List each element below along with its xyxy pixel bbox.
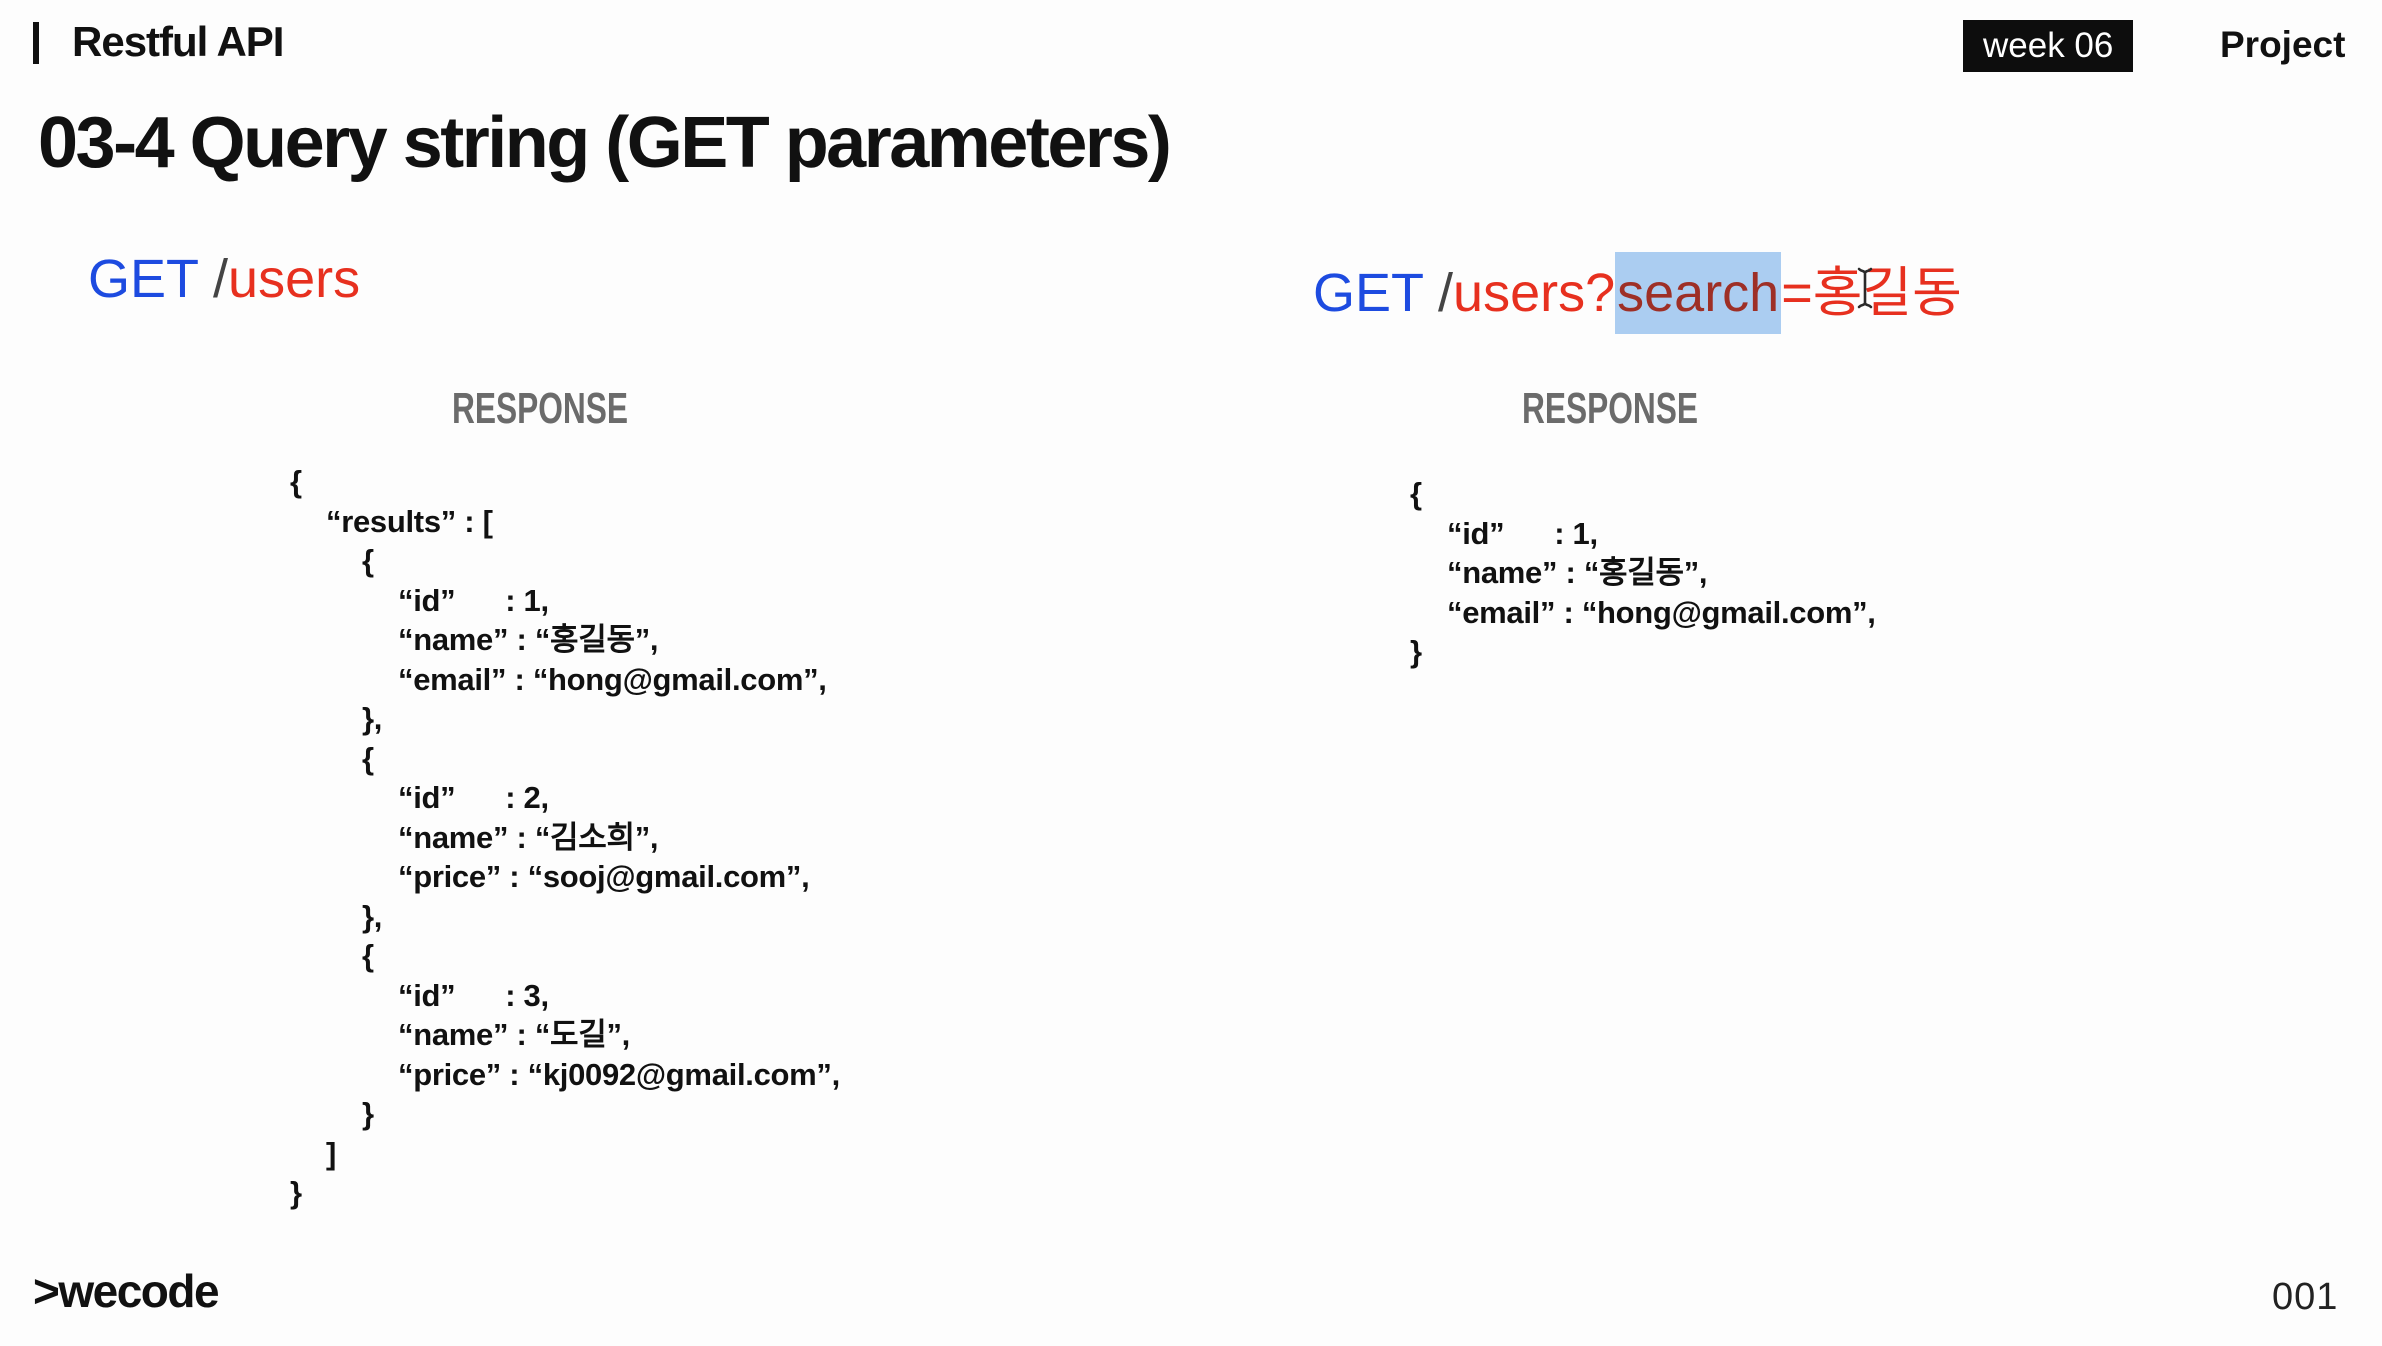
code-line: { <box>1410 476 1422 511</box>
code-line: “id” : 2, <box>398 780 549 815</box>
code-line: } <box>1410 634 1422 669</box>
header-accent-bar <box>33 22 39 64</box>
code-line: “email” : “hong@gmail.com”, <box>398 661 827 697</box>
code-line: “name” : “김소희”, <box>398 819 659 855</box>
code-line: “price” : “sooj@gmail.com”, <box>398 859 810 894</box>
code-line: “name” : “홍길동”, <box>398 622 659 657</box>
response-label-left: RESPONSE <box>452 384 629 433</box>
code-line: { <box>362 938 374 973</box>
code-line: } <box>362 1096 374 1131</box>
path-separator: / <box>213 249 229 309</box>
i-beam-text-cursor-icon <box>1856 266 1874 315</box>
code-line: “id” : 1, <box>398 582 549 618</box>
header-title: Restful API <box>72 18 284 65</box>
request-line-right: GET/users?search=홍길동 <box>1313 248 1962 334</box>
code-line: “email” : “hong@gmail.com”, <box>1447 594 1876 630</box>
project-label: Project <box>2220 24 2346 65</box>
code-line: } <box>290 1175 302 1210</box>
request-path: users <box>228 249 361 309</box>
week-badge: week 06 <box>1963 20 2134 72</box>
response-label-right: RESPONSE <box>1522 384 1699 433</box>
response-json-right: { “id” : 1, “name” : “홍길동”, “email” : “hong… <box>1410 474 1876 672</box>
code-line: }, <box>362 701 383 736</box>
wecode-logo: >wecode <box>33 1265 220 1317</box>
code-line: { <box>290 464 302 499</box>
query-param-value: =홍길동 <box>1781 263 1962 323</box>
http-method: GET <box>88 249 200 309</box>
code-line: { <box>362 740 374 776</box>
code-line: “id” : 3, <box>398 977 549 1013</box>
code-line: ] <box>326 1135 337 1171</box>
request-path-prefix: users? <box>1453 263 1616 323</box>
code-line: }, <box>362 898 383 934</box>
code-line: { <box>362 543 374 578</box>
selected-query-param: search <box>1615 252 1782 334</box>
response-json-left: { “results” : [ { “id” : 1, “name” : “홍길동”, “… <box>290 462 840 1213</box>
code-line: “price” : “kj0092@gmail.com”, <box>398 1056 840 1092</box>
page-number: 001 <box>2272 1276 2339 1318</box>
path-separator: / <box>1438 263 1454 323</box>
page-title: 03-4 Query string (GET parameters) <box>38 103 1172 183</box>
http-method: GET <box>1313 263 1425 323</box>
code-line: “results” : [ <box>326 503 493 539</box>
request-line-left: GET/users <box>88 248 360 310</box>
code-line: “id” : 1, <box>1447 515 1598 551</box>
code-line: “name” : “도길”, <box>398 1017 630 1052</box>
code-line: “name” : “홍길동”, <box>1447 555 1708 590</box>
